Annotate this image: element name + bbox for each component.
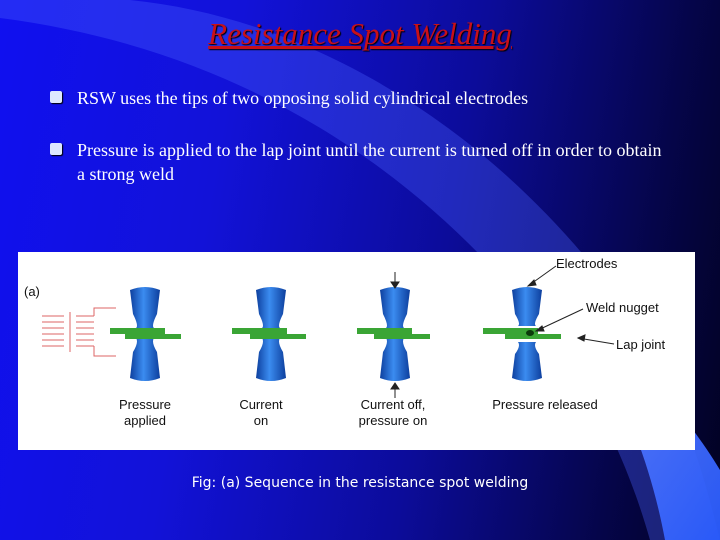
callout-weld-nugget: Weld nugget [586,300,659,315]
stage-label: applied [124,413,166,428]
bullet-icon [50,143,62,155]
stage-label: Pressure [119,397,171,412]
stage-label: on [254,413,268,428]
callout-lap-joint: Lap joint [616,337,666,352]
stage-current-off-pressure-on [357,272,430,398]
figure-caption: Fig: (a) Sequence in the resistance spot… [191,475,529,491]
bullet-text: Pressure is applied to the lap joint unt… [77,140,662,184]
bullet-text: RSW uses the tips of two opposing solid … [77,88,529,108]
bullet-item: Pressure is applied to the lap joint unt… [50,138,670,186]
callout-lines [526,265,615,345]
panel-label: (a) [24,284,40,299]
callout-electrodes: Electrodes [556,256,618,271]
bullet-icon [50,91,62,103]
stage-pressure-released [483,287,561,381]
stage-label: Pressure released [492,397,598,412]
stage-label: pressure on [359,413,428,428]
welding-sequence-figure: (a) [18,252,695,450]
stage-label: Current off, [361,397,426,412]
weld-nugget-mark [526,330,534,336]
bullet-item: RSW uses the tips of two opposing solid … [50,86,670,110]
stage-current-on [232,287,306,381]
bullet-list: RSW uses the tips of two opposing solid … [50,86,670,186]
slide-title: Resistance Spot Welding [208,16,512,51]
stage-label: Current [239,397,283,412]
pressure-arrow-icon [390,272,400,398]
transformer-icon [42,307,116,357]
stage-pressure-applied [110,287,181,381]
